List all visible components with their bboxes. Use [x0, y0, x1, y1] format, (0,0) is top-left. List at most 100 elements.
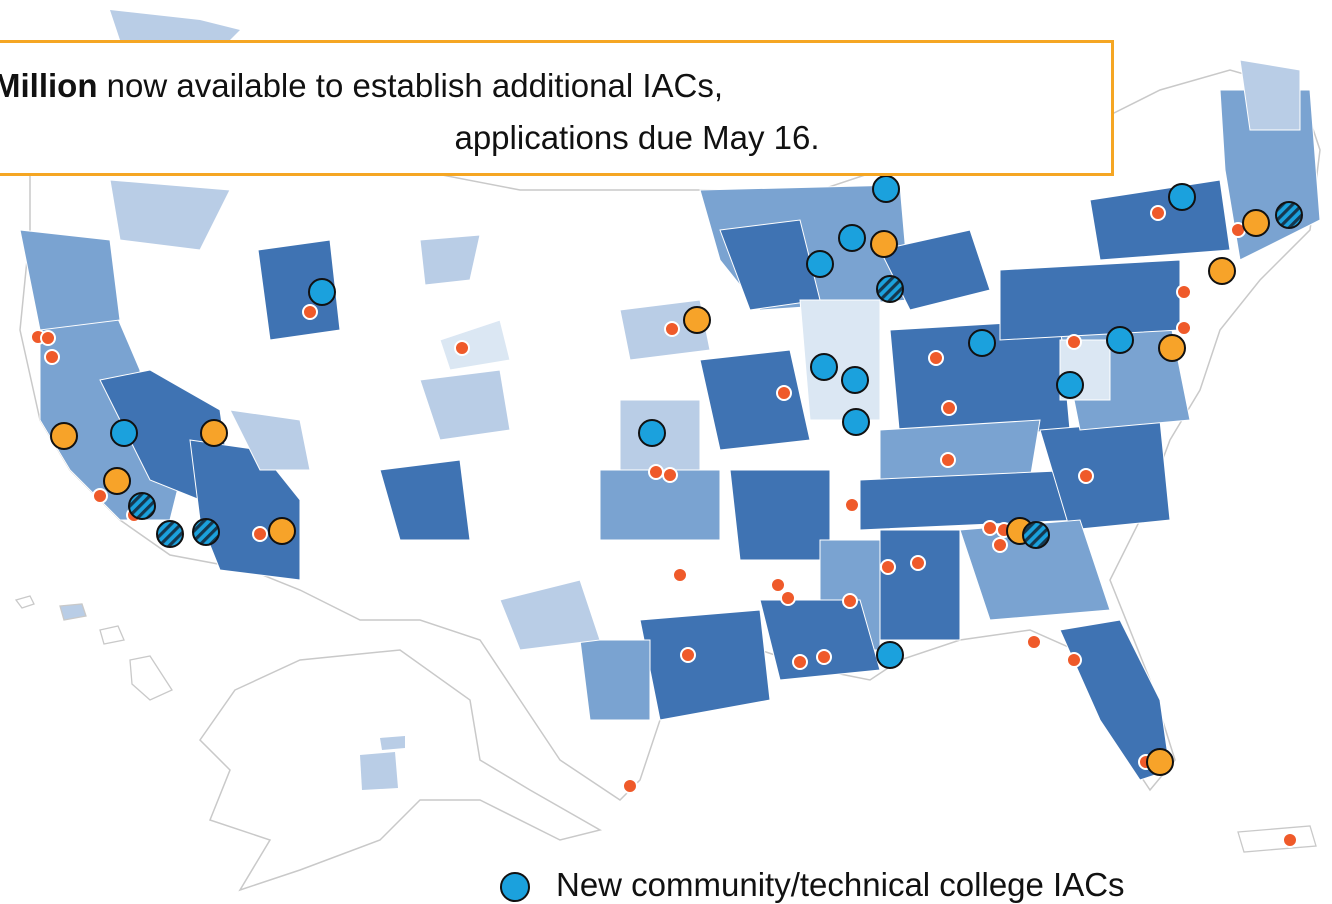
existing-iac-dot: [1150, 205, 1166, 221]
new-college-iac-marker: [838, 224, 866, 252]
existing-iac-dot: [44, 349, 60, 365]
existing-iac-dot: [928, 350, 944, 366]
callout-line-2: applications due May 16.: [454, 119, 820, 156]
legend-label: New community/technical college IACs: [556, 866, 1125, 903]
existing-iac-dot: [910, 555, 926, 571]
existing-iac-dot: [672, 567, 688, 583]
shade-maine: [1239, 59, 1301, 131]
shade-arizona-west: [229, 409, 311, 471]
existing-iac-dot: [40, 330, 56, 346]
existing-iac-dot: [1066, 652, 1082, 668]
new-college-iac-marker: [1168, 183, 1196, 211]
existing-iac-dot: [1026, 634, 1042, 650]
orange-iac-marker: [103, 467, 131, 495]
funding-callout: Million now available to establish addit…: [0, 40, 1114, 176]
alaska-outline: [199, 649, 602, 892]
hatched-iac-marker: [1275, 201, 1303, 229]
shade-colorado: [419, 369, 511, 441]
shade-wyoming: [439, 319, 511, 371]
callout-line-1: Million now available to establish addit…: [0, 67, 723, 105]
hatched-iac-marker: [1022, 521, 1050, 549]
orange-iac-marker: [268, 517, 296, 545]
shade-pennsylvania: [999, 259, 1181, 341]
shade-texas-west: [499, 579, 601, 651]
existing-iac-dot: [1078, 468, 1094, 484]
shade-louisiana: [759, 599, 881, 681]
orange-iac-marker: [1146, 748, 1174, 776]
orange-iac-marker: [1158, 334, 1186, 362]
new-college-iac-marker: [968, 329, 996, 357]
shade-oregon-coast: [19, 229, 121, 331]
existing-iac-dot: [454, 340, 470, 356]
existing-iac-dot: [776, 385, 792, 401]
puerto-rico-outline: [1237, 825, 1317, 853]
shade-texas-central: [579, 639, 651, 721]
existing-iac-dot: [982, 520, 998, 536]
existing-iac-dot: [770, 577, 786, 593]
orange-iac-marker: [50, 422, 78, 450]
existing-iac-dot: [940, 452, 956, 468]
existing-iac-dot: [1282, 832, 1298, 848]
existing-iac-dot: [662, 467, 678, 483]
shade-missouri: [699, 349, 811, 451]
existing-iac-dot: [664, 321, 680, 337]
legend: New community/technical college IACs: [500, 866, 1125, 904]
existing-iac-dot: [1176, 284, 1192, 300]
hatched-markers: [128, 201, 1303, 549]
existing-iac-dot: [92, 488, 108, 504]
existing-iac-dot: [844, 497, 860, 513]
callout-bold: Million: [0, 67, 98, 104]
hatched-iac-marker: [156, 520, 184, 548]
new-college-iac-marker: [110, 419, 138, 447]
alaska-shade-1: [360, 752, 398, 790]
new-college-iac-marker: [842, 408, 870, 436]
cyan-markers: [110, 175, 1196, 669]
existing-iac-dot: [648, 464, 664, 480]
canada-stub: [110, 10, 240, 40]
new-college-iac-marker: [872, 175, 900, 203]
orange-iac-marker: [200, 419, 228, 447]
shade-arkansas: [729, 469, 831, 561]
hawaii-islands: [14, 595, 173, 701]
shade-oklahoma: [599, 469, 721, 541]
new-college-iac-marker: [841, 366, 869, 394]
orange-iac-marker: [870, 230, 898, 258]
existing-iac-dot: [941, 400, 957, 416]
existing-iac-dot: [816, 649, 832, 665]
existing-iac-dot: [680, 647, 696, 663]
shade-texas-east: [639, 609, 771, 721]
hatched-iac-marker: [876, 275, 904, 303]
new-college-iac-marker: [806, 250, 834, 278]
legend-cyan-marker-icon: [500, 872, 530, 903]
new-college-iac-marker: [638, 419, 666, 447]
existing-iac-dot: [792, 654, 808, 670]
new-college-iac-marker: [308, 278, 336, 306]
new-college-iac-marker: [810, 353, 838, 381]
existing-iac-dot: [842, 593, 858, 609]
new-college-iac-marker: [1106, 326, 1134, 354]
existing-iac-dot: [780, 590, 796, 606]
existing-iac-dot: [992, 537, 1008, 553]
new-college-iac-marker: [876, 641, 904, 669]
existing-iac-dot: [302, 304, 318, 320]
shade-alabama: [879, 529, 961, 641]
existing-iac-dot: [622, 778, 638, 794]
orange-iac-marker: [683, 306, 711, 334]
shade-tennessee: [859, 469, 1081, 531]
alaska-shade-2: [380, 736, 405, 750]
orange-markers: [50, 209, 1270, 776]
shade-washington: [109, 179, 231, 251]
hatched-iac-marker: [192, 518, 220, 546]
orange-iac-marker: [1242, 209, 1270, 237]
orange-iac-marker: [1208, 257, 1236, 285]
existing-iac-dot: [1176, 320, 1192, 336]
shade-utah: [379, 459, 471, 541]
existing-iac-dot: [1066, 334, 1082, 350]
callout-line-1-text: now available to establish additional IA…: [97, 67, 724, 104]
shade-idaho: [257, 239, 341, 341]
new-college-iac-marker: [1056, 371, 1084, 399]
shade-montana-east: [419, 234, 481, 286]
hatched-iac-marker: [128, 492, 156, 520]
existing-iac-dot: [252, 526, 268, 542]
